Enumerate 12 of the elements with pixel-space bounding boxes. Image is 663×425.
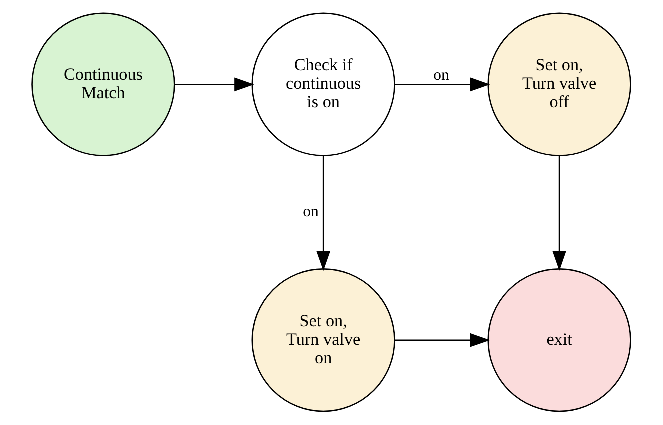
arrow [394, 78, 490, 92]
arrow [552, 156, 566, 271]
arrow [174, 78, 254, 92]
node-circle: Set on, Turn valve on [252, 268, 396, 412]
node-circle: Continuous Match [32, 12, 176, 156]
node-circle: Check if continuous is on [252, 12, 396, 156]
arrow [394, 333, 490, 348]
edge-label: on [434, 67, 450, 84]
node-circle: Set on, Turn valve off [488, 12, 632, 156]
arrow [316, 156, 331, 272]
node-circle: exit [488, 268, 632, 412]
edge-label: on [303, 204, 319, 221]
